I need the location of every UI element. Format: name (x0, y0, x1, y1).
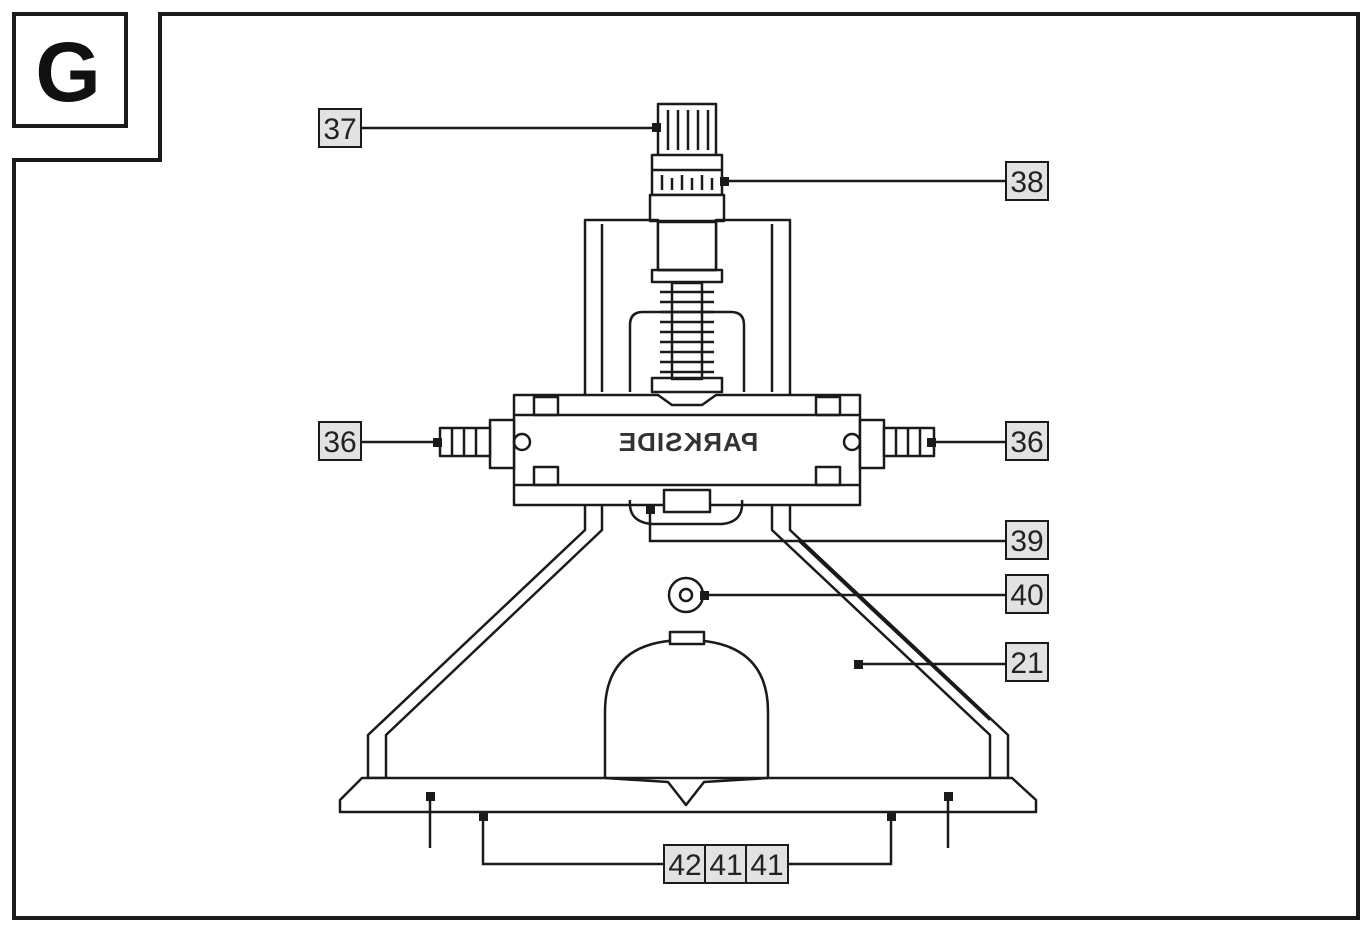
outer-frame (12, 12, 1360, 920)
section-letter-box (12, 12, 128, 128)
svg-text:40: 40 (1010, 579, 1043, 612)
svg-text:39: 39 (1010, 525, 1043, 558)
washer (667, 576, 705, 614)
callout-21: 21 (1005, 642, 1049, 682)
svg-text:36: 36 (1010, 426, 1043, 459)
svg-text:PARKSIDE: PARKSIDE (618, 427, 758, 457)
svg-text:36: 36 (323, 426, 356, 459)
svg-text:21: 21 (1010, 647, 1043, 680)
callout-41-b: 41 (745, 844, 789, 884)
svg-text:41: 41 (709, 849, 742, 882)
machine-drawing: PARKSIDE (338, 102, 1038, 814)
spring-coil (628, 281, 746, 394)
callout-36-right: 36 (1005, 421, 1049, 461)
leader-lines (360, 126, 1006, 866)
callout-42: 42 (663, 844, 707, 884)
section-letter: G (35, 25, 100, 119)
callout-38: 38 (1005, 161, 1049, 201)
svg-text:41: 41 (750, 849, 783, 882)
callout-41-a: 41 (704, 844, 748, 884)
callout-39: 39 (1005, 520, 1049, 560)
brand-logo: PARKSIDE (618, 427, 758, 457)
center-arch (603, 630, 770, 778)
base-plate (338, 776, 1038, 814)
svg-text:38: 38 (1010, 166, 1043, 199)
callout-36-left: 36 (318, 421, 362, 461)
upper-housing (583, 218, 792, 395)
svg-text:42: 42 (668, 849, 701, 882)
clamp-screw-left (438, 418, 532, 470)
callout-37: 37 (318, 108, 362, 148)
svg-text:37: 37 (323, 113, 356, 146)
clamp-screw-right (842, 418, 936, 470)
callout-40: 40 (1005, 574, 1049, 614)
leader-markers (426, 123, 953, 821)
carriage-block (512, 393, 862, 526)
adjustment-knob (648, 102, 726, 223)
